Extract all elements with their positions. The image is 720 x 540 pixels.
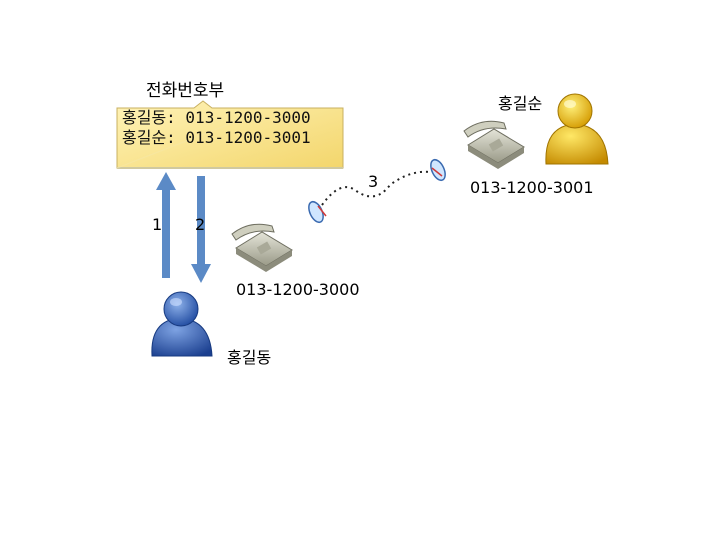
step-1-label: 1 (152, 215, 163, 234)
phonebook-entry: 홍길동: 013-1200-3000 (122, 108, 311, 127)
callee-phone-icon (463, 120, 525, 169)
caller-name: 홍길동 (227, 348, 272, 367)
signal-dish-icon (308, 200, 327, 224)
arrow-up-1 (156, 172, 176, 278)
step-3-label: 3 (368, 172, 379, 191)
signal-dish-icon (430, 158, 446, 182)
caller-number: 013-1200-3000 (236, 280, 360, 299)
callee-number: 013-1200-3001 (470, 178, 594, 197)
phonebook-card (116, 100, 344, 169)
caller-person-icon (151, 291, 213, 357)
arrow-down-2 (191, 176, 211, 283)
caller-phone-icon (231, 223, 293, 272)
step-2-label: 2 (195, 215, 206, 234)
phonebook-title: 전화번호부 (146, 81, 225, 101)
phonebook-entries: 홍길동: 013-1200-3000 홍길순: 013-1200-3001 (122, 108, 311, 148)
signal-path (321, 170, 431, 206)
callee-name: 홍길순 (498, 94, 543, 113)
phonebook-entry: 홍길순: 013-1200-3001 (122, 128, 311, 147)
callee-person-icon (545, 93, 609, 165)
